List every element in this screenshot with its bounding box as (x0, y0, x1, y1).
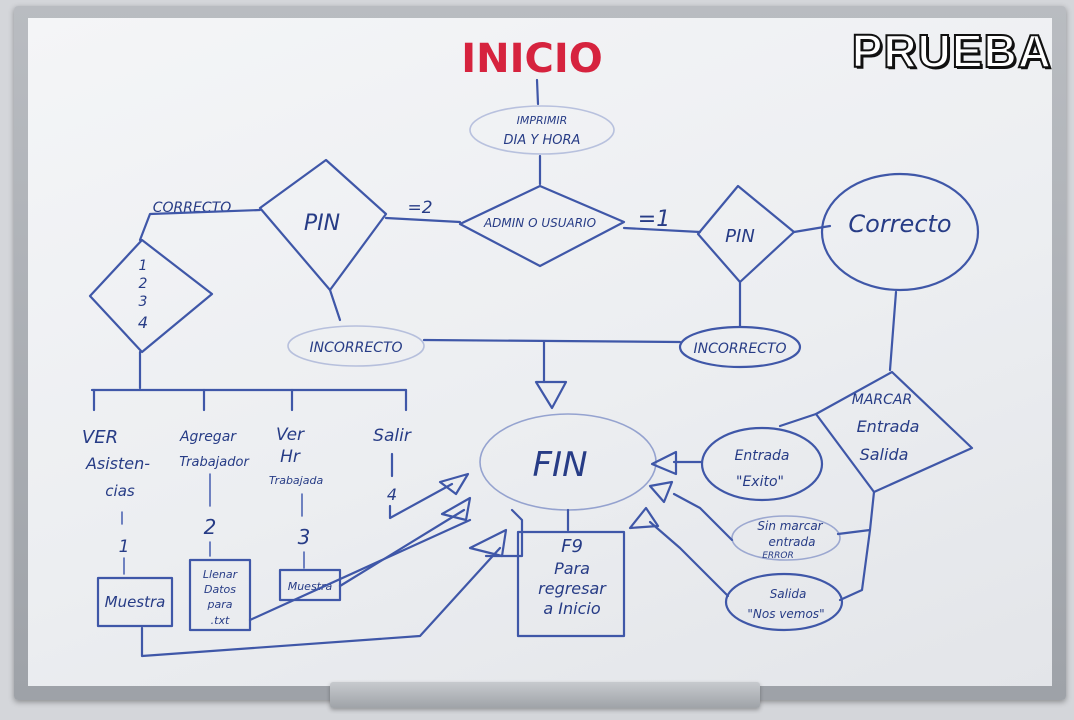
eq1-label: =1 (638, 207, 670, 232)
menu1-number: 1 (119, 537, 130, 557)
f9-l1: F9 (561, 536, 583, 557)
marker-tray (330, 682, 760, 708)
marcar-l1: MARCAR (852, 392, 912, 408)
salir-label: Salir (373, 426, 412, 446)
salida-l2: "Nos vemos" (747, 607, 824, 621)
correcto-right-down (888, 290, 898, 372)
sin-marcar-to-fin (672, 492, 734, 542)
whiteboard-surface (28, 18, 1052, 686)
pin-right-label: PIN (725, 226, 755, 247)
f9-box (516, 530, 626, 638)
correcto-right-label: Correcto (848, 210, 951, 238)
print-date-ellipse (469, 105, 615, 155)
incorrecto-left-ellipse (287, 325, 425, 367)
muestra-3-label: Muestra (288, 580, 333, 593)
sin-marcar-l3: ERROR (762, 551, 794, 561)
option-4: 4 (138, 313, 148, 332)
entrada-exito-l1: Entrada (734, 448, 789, 464)
sin-marcar-arrowhead (648, 480, 674, 504)
ver-asistencias-l2: Asisten- (85, 454, 150, 473)
return-line-llenar (248, 518, 472, 622)
menu2-number: 2 (204, 515, 217, 539)
arrowhead-muestra1 (468, 528, 508, 558)
correcto-left-connector (138, 208, 262, 242)
f9-l4: a Inicio (543, 599, 600, 618)
option-1: 1 (139, 258, 148, 274)
pin-left-incorrect-connector (328, 288, 342, 322)
llenar-datos-l4: .txt (211, 614, 230, 627)
return-line-salir (388, 482, 454, 520)
return-line-muestra3 (338, 508, 466, 588)
salida-l1: Salida (770, 587, 807, 601)
sin-marcar-l1: Sin marcar (757, 519, 823, 533)
print-label: IMPRIMIR (517, 114, 568, 127)
prueba-watermark: PRUEBA (851, 24, 1052, 78)
arrowhead-llenar (484, 508, 524, 558)
ver-hr-trabajada-l1: Ver (276, 425, 305, 445)
entrada-exito-ellipse (700, 426, 824, 502)
inicio-connector (535, 78, 540, 106)
admin-user-diamond (458, 184, 626, 268)
agregar-trabajador-l1: Agregar (179, 429, 237, 445)
f9-l3: regresar (538, 579, 607, 598)
marcar-to-salida (838, 528, 872, 602)
marcar-l2: Entrada (857, 417, 920, 436)
incorrecto-left-label: INCORRECTO (309, 340, 402, 356)
salir-number: 4 (387, 485, 397, 504)
branch-eq2-line (384, 216, 462, 224)
ver-hr-trabajada-l2: Hr (280, 447, 301, 467)
muestra-1-box (96, 576, 174, 628)
salida-arrowhead (628, 506, 660, 530)
agregar-trabajador-l2: Trabajador (179, 455, 250, 470)
options-diamond (88, 238, 214, 354)
inicio-title: INICIO (461, 36, 602, 82)
salida-ellipse (724, 572, 844, 632)
llenar-datos-l3: para (207, 598, 233, 611)
entrada-exito-l2: "Exito" (736, 474, 784, 490)
correcto-right-ellipse (820, 172, 980, 292)
date-time-label: DIA Y HORA (504, 133, 581, 148)
menu3-number: 3 (298, 525, 311, 549)
entrada-arrowhead (650, 450, 678, 476)
marcar-l3: Salida (860, 445, 909, 464)
ver-asistencias-l1: VER (82, 427, 118, 448)
arrowhead-muestra3 (440, 496, 472, 522)
incorrecto-right-ellipse (678, 325, 802, 369)
muestra-1-label: Muestra (105, 593, 166, 611)
incorrecto-down-arrowhead (534, 380, 568, 410)
eq2-label: =2 (407, 198, 432, 218)
incorrecto-right-label: INCORRECTO (693, 341, 786, 357)
sin-marcar-ellipse (731, 515, 841, 561)
option-3: 3 (139, 294, 148, 310)
f9-l2: Para (554, 559, 590, 578)
fin-label: FIN (532, 445, 587, 485)
marcar-to-sin-marcar (836, 490, 876, 536)
ver-hr-trabajada-l3: Trabajada (269, 474, 324, 487)
admin-user-label: ADMIN O USUARIO (483, 216, 596, 230)
salida-to-fin (648, 520, 730, 598)
branch-eq1-line (622, 226, 702, 234)
correcto-right-connector (792, 224, 832, 234)
pin-left-label: PIN (304, 211, 340, 236)
incorrecto-bus-line (422, 338, 682, 344)
marcar-to-entrada (778, 412, 818, 428)
option-2: 2 (139, 276, 148, 292)
arrowhead-salir (438, 472, 470, 496)
llenar-datos-l2: Datos (204, 583, 236, 596)
sin-marcar-l2: entrada (769, 535, 816, 549)
llenar-datos-l1: Llenar (203, 568, 239, 581)
ver-asistencias-l3: cias (105, 482, 135, 500)
llenar-datos-box (188, 558, 252, 632)
return-line-muestra1 (140, 546, 502, 658)
